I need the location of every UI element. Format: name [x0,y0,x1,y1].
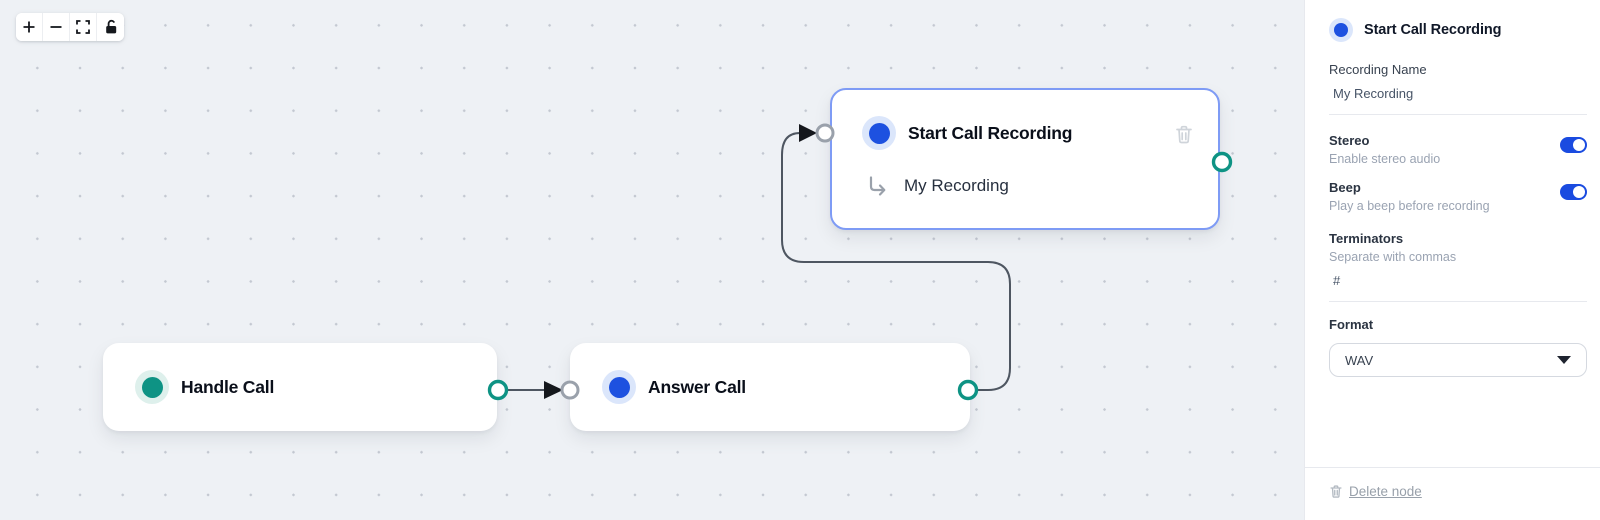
flow-canvas[interactable]: Handle Call Answer Call Start Call Recor… [0,0,1304,520]
node-type-dot [602,370,636,404]
beep-toggle[interactable] [1560,184,1587,200]
edge-arrowhead [799,124,817,142]
node-start-call-recording[interactable]: Start Call Recording My Recording [830,88,1220,230]
node-type-dot [1329,18,1353,42]
canvas-toolbar [16,13,124,41]
unlock-icon [105,19,116,34]
edges-layer [498,124,1011,399]
node-type-dot [135,370,169,404]
recording-name-input[interactable] [1329,77,1587,115]
panel-title: Start Call Recording [1364,22,1502,38]
fit-view-icon [76,20,90,34]
delete-node-link[interactable]: Delete node [1329,484,1422,499]
stereo-label: Stereo [1329,133,1370,148]
node-type-dot [862,116,896,150]
format-label: Format [1329,317,1374,332]
node-handle-call[interactable]: Handle Call [103,343,497,431]
beep-description: Play a beep before recording [1329,199,1490,213]
terminators-input[interactable] [1329,264,1587,302]
edge-answer-to-recording[interactable] [781,132,1011,391]
trash-icon [1330,485,1342,498]
branch-arrow-icon [869,176,886,196]
plus-icon [23,21,35,33]
node-properties-panel: Start Call Recording Recording Name Ster… [1304,0,1600,520]
zoom-out-button[interactable] [43,13,70,41]
node-subtitle: My Recording [904,176,1009,195]
zoom-in-button[interactable] [16,13,43,41]
panel-header: Start Call Recording [1329,18,1587,42]
format-selected-value: WAV [1345,352,1374,368]
beep-label: Beep [1329,180,1361,195]
stereo-toggle[interactable] [1560,137,1587,153]
recording-name-label: Recording Name [1329,62,1427,77]
panel-footer: Delete node [1305,467,1600,520]
edge-arrowhead [544,381,563,399]
node-title: Handle Call [181,376,275,397]
interactivity-lock-button[interactable] [97,13,124,41]
terminators-label: Terminators [1329,231,1404,246]
fit-view-button[interactable] [70,13,97,41]
trash-icon [1176,125,1192,144]
node-title: Answer Call [648,376,746,397]
node-title: Start Call Recording [908,122,1073,143]
terminators-description: Separate with commas [1329,250,1457,264]
format-select[interactable]: WAV [1329,343,1587,377]
node-delete-button[interactable] [1174,124,1194,150]
stereo-description: Enable stereo audio [1329,152,1441,166]
minus-icon [50,26,62,28]
chevron-down-icon [1557,356,1571,364]
delete-node-label: Delete node [1349,484,1422,499]
node-answer-call[interactable]: Answer Call [570,343,970,431]
